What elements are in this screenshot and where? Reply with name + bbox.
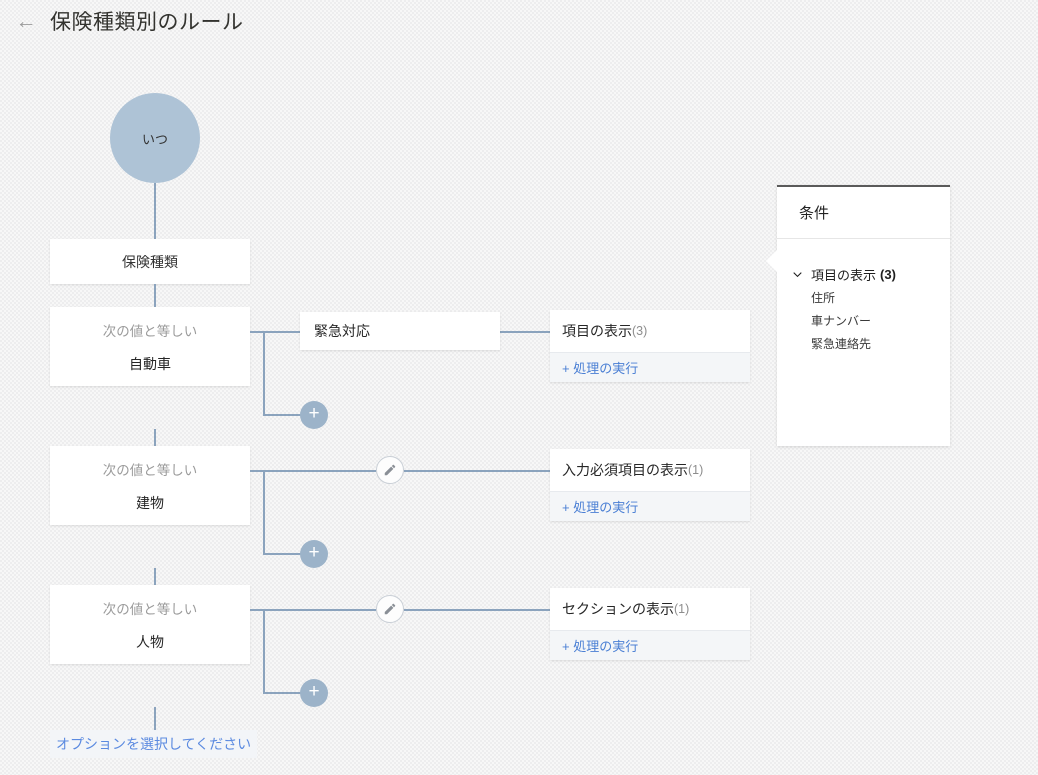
connector-trigger-to-field — [154, 183, 156, 261]
connector-branch3-plus-vertical — [263, 609, 265, 693]
add-action-link[interactable]: + 処理の実行 — [550, 630, 750, 660]
page-header: ← 保険種類別のルール — [0, 0, 1038, 44]
action-node-title-text: 項目の表示 — [562, 323, 632, 339]
action-node-count: (1) — [688, 463, 704, 477]
panel-pointer — [766, 249, 778, 273]
panel-list-item: 緊急連絡先 — [811, 337, 872, 351]
field-node[interactable]: 保険種類 — [50, 239, 250, 284]
arrow-left-icon[interactable]: ← — [15, 10, 37, 33]
connector-branch2-horizontal — [250, 470, 376, 472]
action-name-label: 緊急対応 — [314, 323, 370, 339]
trigger-node-label: いつ — [141, 131, 168, 147]
connector-branch2-plus-vertical — [263, 470, 265, 554]
condition-node[interactable]: 次の値と等しい 自動車 — [50, 307, 250, 386]
condition-operator: 次の値と等しい — [102, 323, 198, 339]
connector-branch3-to-action — [404, 609, 551, 611]
connector-branch3-plus-horizontal — [263, 692, 301, 694]
panel-section-label: 項目の表示 — [811, 268, 877, 283]
action-node-title: 入力必須項目の表示(1) — [550, 449, 750, 491]
panel-title: 条件 — [777, 187, 950, 239]
action-node[interactable]: 項目の表示(3) + 処理の実行 — [550, 310, 750, 382]
connector-branch1-to-action — [499, 331, 551, 333]
action-node-title-text: セクションの表示 — [562, 601, 674, 617]
page-title: 保険種類別のルール — [50, 11, 244, 34]
pencil-icon — [384, 603, 396, 615]
add-branch-button[interactable]: + — [300, 679, 328, 707]
connector-branch1-horizontal — [250, 331, 300, 333]
connector-branch1-plus-horizontal — [263, 414, 301, 416]
action-node-title: 項目の表示(3) — [550, 310, 750, 352]
action-node[interactable]: セクションの表示(1) + 処理の実行 — [550, 588, 750, 660]
panel-list-item: 住所 — [811, 291, 836, 305]
action-node-count: (1) — [674, 602, 690, 616]
condition-value: 人物 — [136, 633, 164, 650]
edit-condition-button[interactable] — [376, 595, 404, 623]
connector-branch1-plus-vertical — [263, 331, 265, 415]
condition-node[interactable]: 次の値と等しい 人物 — [50, 585, 250, 664]
condition-operator: 次の値と等しい — [102, 601, 198, 617]
chevron-down-icon — [789, 267, 805, 283]
condition-operator: 次の値と等しい — [102, 462, 198, 478]
action-node-title-text: 入力必須項目の表示 — [562, 462, 688, 478]
add-branch-button[interactable]: + — [300, 401, 328, 429]
panel-section-header[interactable]: 項目の表示 (3) — [777, 239, 950, 284]
condition-detail-panel: 条件 項目の表示 (3) 住所 車ナンバー 緊急連絡先 — [766, 185, 950, 446]
panel-list-item: 車ナンバー — [811, 314, 872, 328]
rule-flow-canvas: いつ 保険種類 次の値と等しい 自動車 緊急対応 項目の表示(3) + 処理の実… — [0, 44, 1038, 775]
connector-spine-4 — [154, 707, 156, 733]
add-branch-button[interactable]: + — [300, 540, 328, 568]
action-node[interactable]: 入力必須項目の表示(1) + 処理の実行 — [550, 449, 750, 521]
connector-branch3-horizontal — [250, 609, 376, 611]
trigger-node[interactable]: いつ — [110, 93, 200, 183]
select-option-link[interactable]: オプションを選択してください — [50, 730, 258, 758]
field-node-label: 保険種類 — [122, 253, 178, 270]
connector-branch2-to-action — [404, 470, 551, 472]
connector-branch2-plus-horizontal — [263, 553, 301, 555]
condition-value: 建物 — [136, 494, 164, 511]
condition-node[interactable]: 次の値と等しい 建物 — [50, 446, 250, 525]
panel-section-count: (3) — [880, 267, 896, 282]
action-node-title: セクションの表示(1) — [550, 588, 750, 630]
condition-value: 自動車 — [129, 355, 171, 372]
pencil-icon — [384, 464, 396, 476]
action-name-node[interactable]: 緊急対応 — [300, 312, 500, 350]
action-node-count: (3) — [632, 324, 648, 338]
edit-condition-button[interactable] — [376, 456, 404, 484]
add-action-link[interactable]: + 処理の実行 — [550, 491, 750, 521]
add-action-link[interactable]: + 処理の実行 — [550, 352, 750, 382]
